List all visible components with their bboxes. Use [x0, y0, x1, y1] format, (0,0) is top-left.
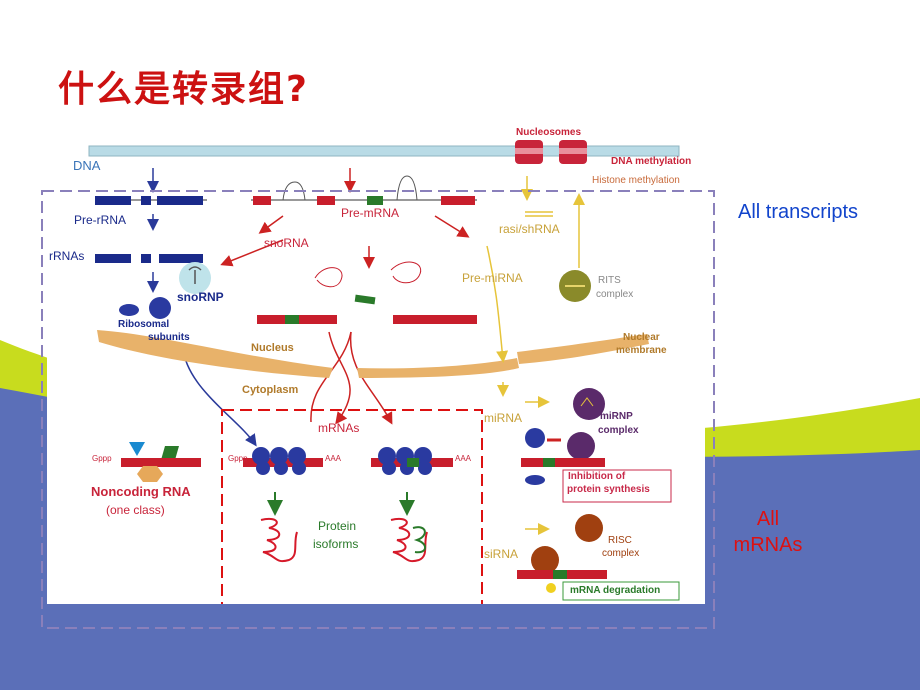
label-mirnp: miRNP	[600, 411, 633, 422]
pre-mrna-exon-4	[441, 196, 475, 205]
pre-mrna-exon-1	[253, 196, 271, 205]
label-noncoding-rna: Noncoding RNA	[91, 484, 191, 499]
label-mrnas: mRNAs	[318, 421, 360, 435]
label-isoforms: isoforms	[313, 537, 359, 551]
label-gppp-mrna-1: Gppp	[228, 454, 248, 463]
slide-title: 什么是转录组?	[58, 69, 309, 110]
degraded-mrna	[517, 570, 607, 579]
all-transcripts-label: All transcripts	[737, 201, 859, 223]
label-snorna: snoRNA	[264, 236, 309, 250]
label-mirna: miRNA	[484, 411, 522, 425]
label-gppp-noncoding: Gppp	[92, 454, 112, 463]
pre-mrna-exon-2	[317, 196, 335, 205]
label-mrna-degradation: mRNA degradation	[570, 585, 661, 596]
degrading-risc	[531, 546, 559, 574]
label-dna-methylation: DNA methylation	[611, 156, 692, 167]
label-aaa-mrna-2: AAA	[455, 454, 472, 463]
label-rasi-shrna: rasi/shRNA	[499, 222, 560, 236]
label-sirna: siRNA	[484, 547, 519, 561]
label-dna: DNA	[73, 158, 101, 173]
rrna-seg-3	[159, 254, 203, 263]
label-nucleus: Nucleus	[251, 342, 294, 354]
noncoding-rna-strand	[121, 458, 201, 467]
label-nucleosomes: Nucleosomes	[516, 127, 582, 138]
label-inhibition: Inhibition of	[568, 471, 626, 482]
ribosome-large-subunit	[149, 297, 171, 319]
pre-rrna-seg-2	[141, 196, 151, 205]
inhibited-mrna	[521, 458, 605, 467]
label-protein: Protein	[318, 519, 357, 533]
dna-strand	[88, 145, 680, 157]
label-rits-complex: complex	[596, 289, 634, 300]
label-pre-rrna: Pre-rRNA	[74, 213, 127, 227]
cleavage-star-icon	[546, 583, 556, 593]
label-protein-synthesis: protein synthesis	[567, 484, 650, 495]
rrna-seg-2	[141, 254, 151, 263]
label-risc-complex: complex	[602, 548, 640, 559]
label-mirnp-complex: complex	[598, 425, 639, 436]
label-rits: RITS	[598, 275, 621, 286]
nucleosome-1	[515, 140, 543, 164]
risc-complex	[575, 514, 603, 542]
pre-rrna-seg-1	[95, 196, 131, 205]
inhibited-ribosome-large	[525, 428, 545, 448]
label-pre-mrna: Pre-mRNA	[341, 206, 400, 220]
label-ribosomal: Ribosomal	[118, 319, 170, 330]
label-risc: RISC	[608, 535, 632, 546]
nuclear-mrna-2	[393, 315, 477, 324]
nucleosome-2	[559, 140, 587, 164]
label-one-class: (one class)	[106, 503, 165, 517]
label-snornp: snoRNP	[177, 290, 224, 304]
label-subunits: subunits	[148, 332, 190, 343]
transcriptome-diagram	[47, 120, 705, 604]
pre-mrna-exon-3	[367, 196, 383, 205]
nuclear-mrna-1	[257, 315, 337, 324]
ribosome-small-subunit	[119, 304, 139, 316]
label-nuclear: Nuclear	[623, 332, 660, 343]
label-cytoplasm: Cytoplasm	[242, 384, 299, 396]
label-histone-methylation: Histone methylation	[592, 175, 680, 186]
all-mrnas-label: All mRNAs	[733, 508, 803, 556]
rrna-seg-1	[95, 254, 131, 263]
label-rrnas: rRNAs	[49, 249, 85, 263]
pre-rrna-seg-3	[157, 196, 203, 205]
inhibited-ribosome-small	[525, 475, 545, 485]
label-aaa-mrna-1: AAA	[325, 454, 342, 463]
label-membrane: membrane	[616, 345, 667, 356]
label-pre-mirna: Pre-miRNA	[462, 271, 523, 285]
